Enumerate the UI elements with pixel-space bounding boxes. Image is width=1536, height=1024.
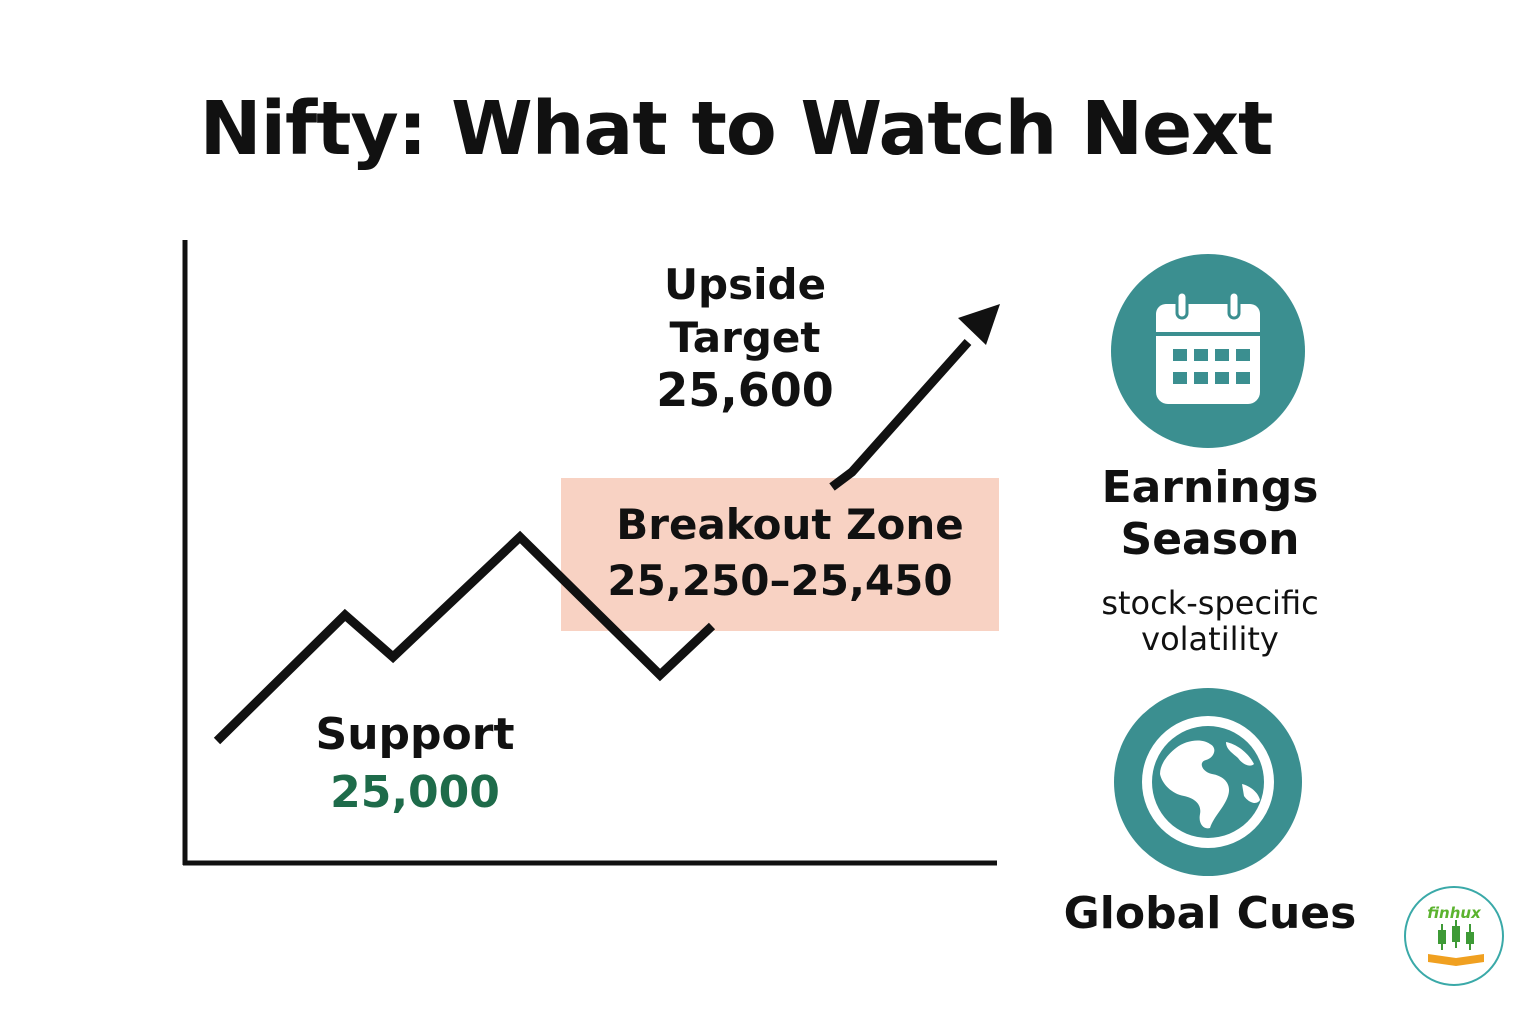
calendar-badge — [1111, 254, 1305, 448]
globe-icon — [1142, 716, 1274, 848]
candlestick-book-logo — [1428, 920, 1484, 966]
upside-line1: Upside — [663, 260, 827, 309]
price-trend-line — [213, 530, 716, 745]
upside-line2: Target — [669, 313, 821, 362]
earnings-sub1: stock-specific — [1101, 584, 1319, 622]
earnings-line2: Season — [1120, 514, 1300, 565]
trend-arrow-icon — [829, 304, 1000, 491]
breakout-zone-label: Breakout Zone — [616, 500, 964, 549]
earnings-sub2: volatility — [1141, 620, 1279, 658]
support-value: 25,000 — [330, 767, 500, 818]
breakout-zone-range: 25,250–25,450 — [607, 556, 953, 605]
logo-text: finhux — [1427, 904, 1481, 922]
upside-target-label: Upside Target 25,600 — [620, 258, 870, 417]
calendar-icon — [1156, 290, 1260, 404]
earnings-season-subtitle: stock-specific volatility — [1060, 585, 1360, 657]
support-label: Support 25,000 — [280, 706, 550, 822]
finhux-logo: finhux — [1404, 886, 1504, 986]
globe-badge — [1114, 688, 1302, 876]
breakout-zone: Breakout Zone 25,250–25,450 — [561, 478, 999, 631]
upside-value: 25,600 — [656, 363, 834, 417]
earnings-line1: Earnings — [1101, 462, 1319, 513]
page-title: Nifty: What to Watch Next — [199, 86, 1274, 172]
global-cues-title: Global Cues — [1063, 888, 1357, 939]
earnings-season-title: Earnings Season — [1060, 462, 1360, 566]
support-text: Support — [315, 709, 515, 760]
